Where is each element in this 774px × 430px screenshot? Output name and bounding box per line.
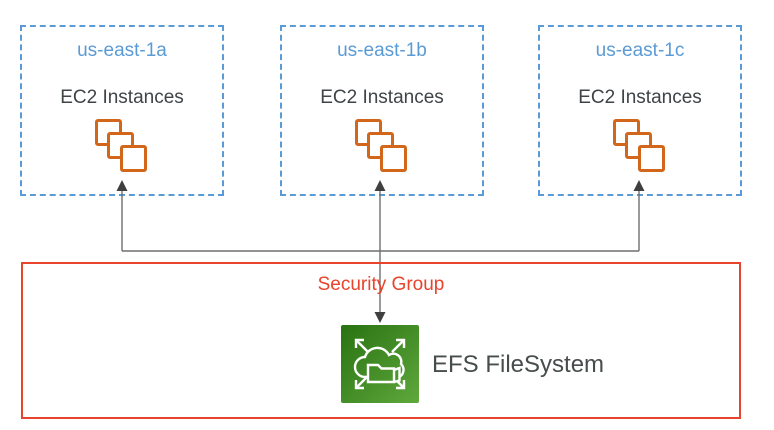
ec2-square <box>380 145 407 172</box>
ec2-instances-icon <box>95 119 149 173</box>
availability-zone-box-1: us-east-1a EC2 Instances <box>20 25 224 196</box>
efs-filesystem-label: EFS FileSystem <box>432 351 605 378</box>
folder-icon <box>366 363 396 384</box>
ec2-instances-label: EC2 Instances <box>60 87 184 108</box>
ec2-instances-label: EC2 Instances <box>320 87 444 108</box>
ec2-instances-label: EC2 Instances <box>578 87 702 108</box>
ec2-square <box>638 145 665 172</box>
az-title: us-east-1a <box>77 40 167 61</box>
ec2-instances-icon <box>613 119 667 173</box>
security-group-label: Security Group <box>317 274 445 295</box>
expand-arrow-nw <box>354 338 369 353</box>
availability-zone-box-2: us-east-1b EC2 Instances <box>280 25 484 196</box>
cloud-outline <box>353 346 405 379</box>
efs-icon <box>341 325 419 403</box>
expand-arrow-ne <box>391 338 406 353</box>
security-group-boundary <box>21 262 741 419</box>
folder-flap <box>393 366 401 384</box>
az-title: us-east-1b <box>337 40 427 61</box>
efs-icon-background <box>341 325 419 403</box>
ec2-square <box>120 145 147 172</box>
ec2-instances-icon <box>355 119 409 173</box>
az-title: us-east-1c <box>595 40 685 61</box>
availability-zone-box-3: us-east-1c EC2 Instances <box>538 25 742 196</box>
